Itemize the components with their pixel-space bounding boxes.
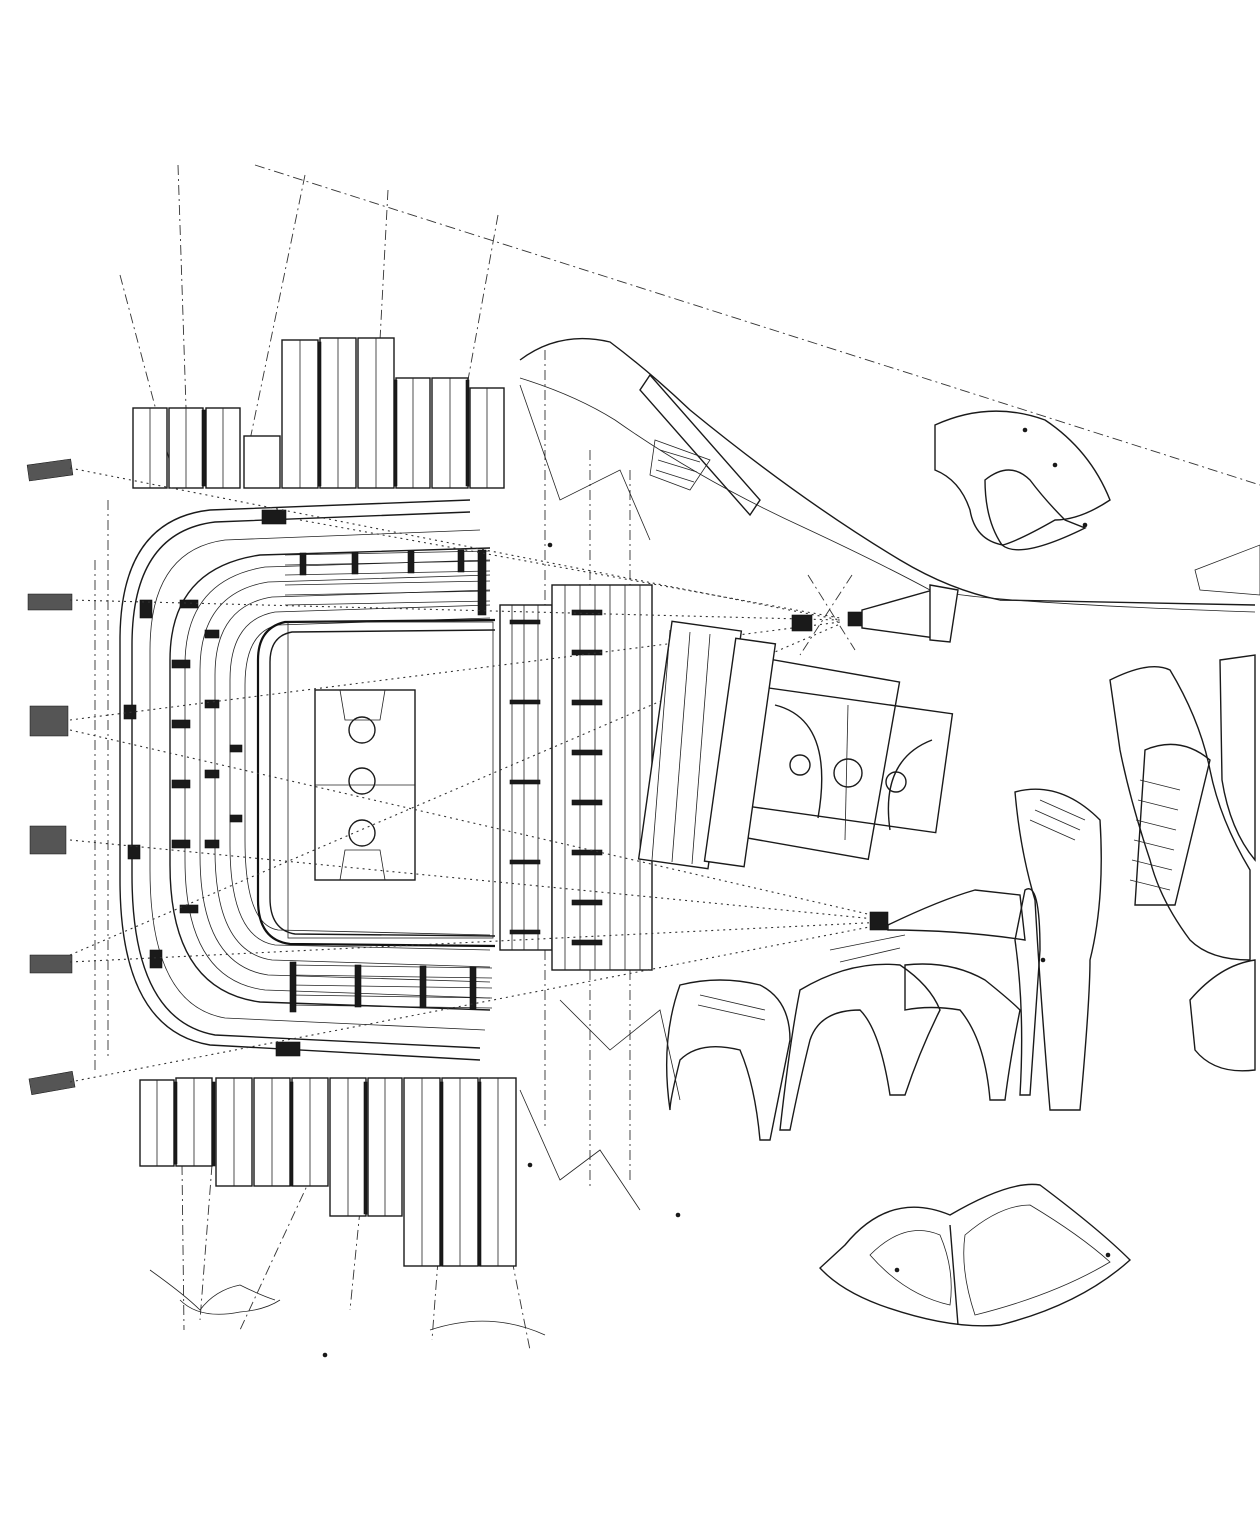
- secondary-court: [637, 620, 954, 870]
- landscape-northeast: [639, 373, 1260, 596]
- parking-south: [139, 1077, 517, 1267]
- pavilion-hatching: [697, 779, 1181, 1021]
- annotation-marks: [322, 427, 1111, 1358]
- west-entry-kiosks: [26, 458, 76, 1095]
- sight-lines: [69, 467, 886, 1083]
- main-stadium: [119, 499, 496, 1061]
- site-boundary-north: [519, 337, 1256, 606]
- east-pavilions: [665, 654, 1256, 1141]
- southeast-pavilion: [819, 1183, 1132, 1327]
- parking-north: [132, 337, 505, 489]
- south-approach: [149, 999, 681, 1336]
- east-grandstand: [499, 584, 653, 971]
- vomitories: [123, 509, 487, 1057]
- seating-rows-north: [284, 550, 491, 606]
- seating-rows-south: [289, 964, 493, 1009]
- focal-nodes: [791, 584, 1026, 941]
